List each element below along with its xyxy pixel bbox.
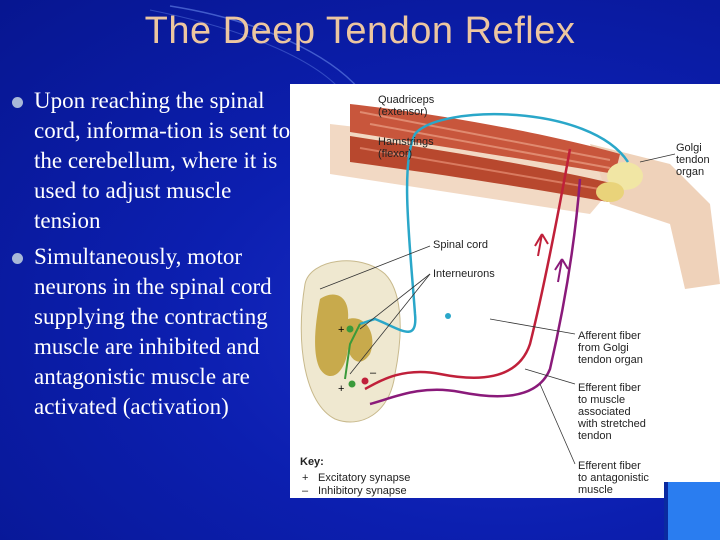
bullet-text: Simultaneously, motor neurons in the spi…: [34, 244, 272, 419]
bullet-item: Upon reaching the spinal cord, informa-t…: [12, 86, 292, 236]
label-efferent-fiber-antagonistic: Efferent fiber to antagonistic muscle: [578, 460, 649, 496]
key-plus-symbol: +: [302, 472, 309, 484]
gray-matter: [315, 294, 373, 377]
afferent-fiber: [359, 112, 630, 333]
label-golgi-tendon-organ: Golgi tendon organ: [676, 142, 710, 178]
bullet-icon: [12, 97, 23, 108]
reflex-diagram: + + – Quadriceps (extensor) Hamstrings (…: [290, 84, 720, 498]
bullet-item: Simultaneously, motor neurons in the spi…: [12, 242, 292, 422]
label-hamstrings: Hamstrings (flexor): [378, 136, 434, 160]
label-afferent-fiber-golgi: Afferent fiber from Golgi tendon organ: [578, 330, 643, 366]
label-interneurons: Interneurons: [433, 268, 495, 280]
label-efferent-fiber-stretched: Efferent fiber to muscle associated with…: [578, 382, 646, 442]
slide-title: The Deep Tendon Reflex: [144, 10, 576, 52]
corner-decoration: [664, 482, 720, 540]
key-excitatory: Excitatory synapse: [318, 472, 411, 484]
interneuron: [344, 323, 361, 380]
efferent-fiber-antagonistic: [369, 178, 582, 406]
label-spinal-cord: Spinal cord: [433, 239, 489, 251]
svg-text:+: +: [338, 324, 344, 336]
svg-text:+: +: [338, 383, 344, 395]
bullet-text: Upon reaching the spinal cord, informa-t…: [34, 88, 291, 233]
key-minus-symbol: –: [302, 485, 309, 497]
svg-text:–: –: [370, 367, 377, 379]
efferent-fiber-stretched: [364, 148, 572, 391]
reflex-diagram-drawing: + + –: [300, 104, 720, 465]
label-quadriceps: Quadriceps (extensor): [378, 94, 435, 118]
bullet-icon: [12, 253, 23, 264]
key-inhibitory: Inhibitory synapse: [318, 485, 407, 497]
bullet-list: Upon reaching the spinal cord, informa-t…: [12, 86, 292, 428]
key-title: Key:: [300, 456, 324, 468]
